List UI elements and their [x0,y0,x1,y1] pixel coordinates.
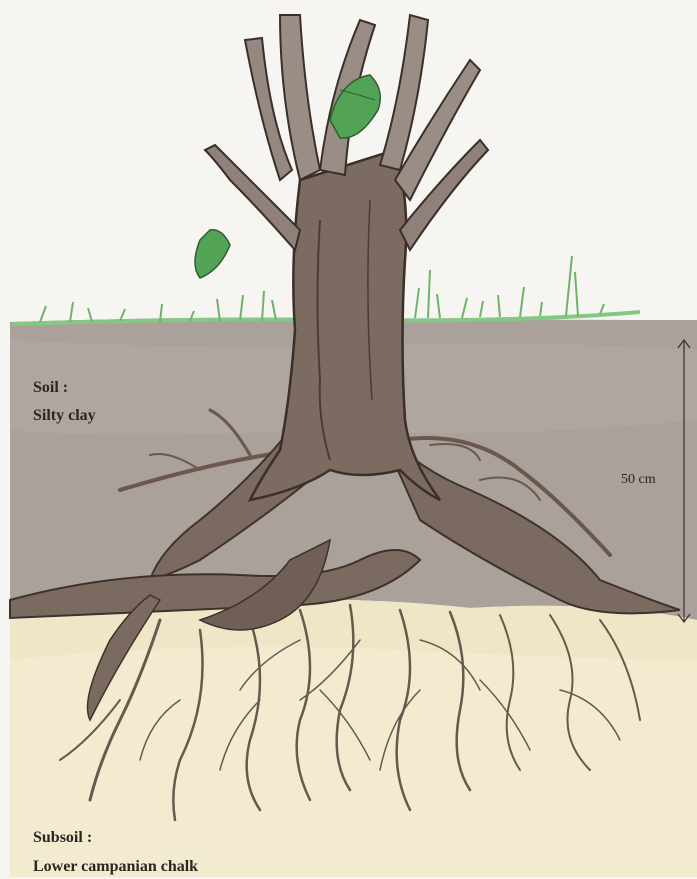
soil-layer-type: Silty clay [33,404,96,428]
subsoil-layer-title: Subsoil : [33,826,92,850]
subsoil-layer-type: Lower campanian chalk [33,855,198,879]
depth-measurement-label: 50 cm [621,472,656,488]
subsoil-shading [10,647,697,877]
soil-layer-title: Soil : [33,376,68,400]
